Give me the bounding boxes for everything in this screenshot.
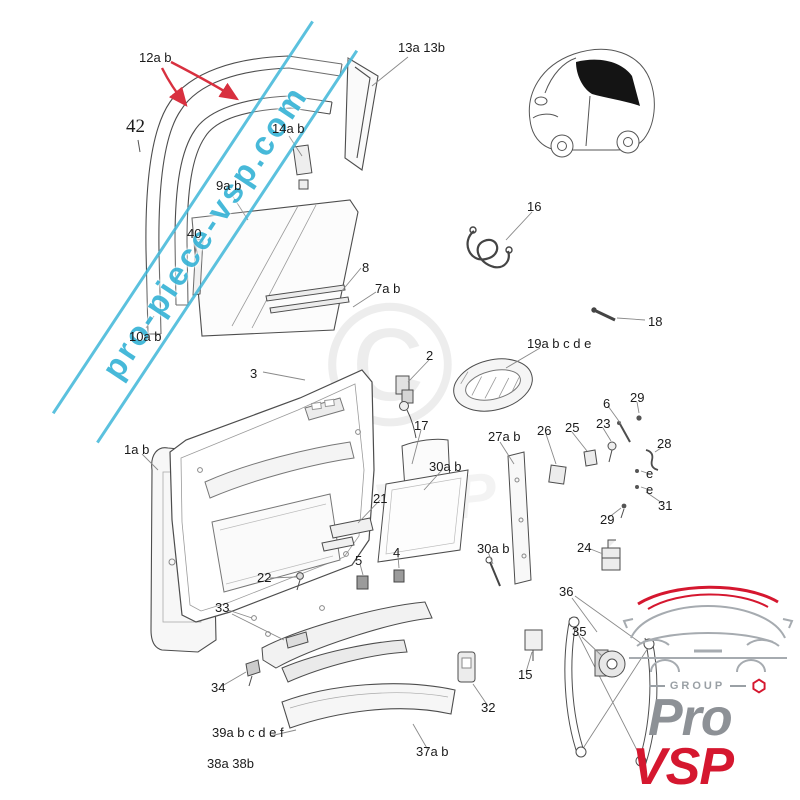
belt-weatherstrips-drawing: [265, 284, 350, 314]
lock-cable-drawing: [466, 226, 513, 269]
screw-18-drawing: [591, 307, 616, 322]
pull-cup-19-drawing: [453, 358, 533, 412]
rod-30-drawing: [485, 556, 501, 587]
brand-hexagon-icon: [752, 678, 766, 694]
group-dash-right: [730, 685, 747, 687]
window-regulator-drawing: [564, 616, 658, 767]
brand-car-sketch: [622, 585, 794, 673]
armrest-drawing: [251, 601, 433, 683]
clip-5-drawing: [356, 575, 369, 590]
bolt-22-drawing: [296, 572, 304, 591]
brand-vsp-text: VSP: [632, 738, 734, 797]
fasteners-drawing: [548, 415, 659, 571]
strip-27-drawing: [507, 451, 532, 585]
strip-40-drawing: [192, 238, 204, 296]
vehicle-thumbnail-drawing: [528, 48, 655, 158]
bracket-14-drawing: [292, 144, 313, 190]
brand-group-label: GROUP: [669, 680, 726, 692]
brand-group-row: GROUP: [618, 678, 798, 694]
rear-run-channel-drawing: [344, 57, 379, 171]
brand-logo: GROUP Pro VSP: [618, 576, 798, 797]
clip-34-drawing: [245, 659, 261, 687]
leader-lines: [141, 56, 663, 751]
part-15-drawing: [524, 629, 543, 661]
sheet-30-drawing: [377, 469, 469, 563]
lock-2-drawing: [395, 375, 417, 439]
red-arrows: [160, 60, 240, 107]
lower-trim-drawing: [281, 683, 456, 729]
brand-pro-text: Pro: [648, 689, 733, 747]
piece-21-drawing: [321, 517, 374, 552]
part-32-drawing: [457, 651, 476, 683]
clip-4-drawing: [393, 569, 405, 583]
group-dash-left: [648, 685, 665, 687]
label-42-tick: [137, 139, 141, 153]
door-panel-drawing: [169, 369, 375, 623]
